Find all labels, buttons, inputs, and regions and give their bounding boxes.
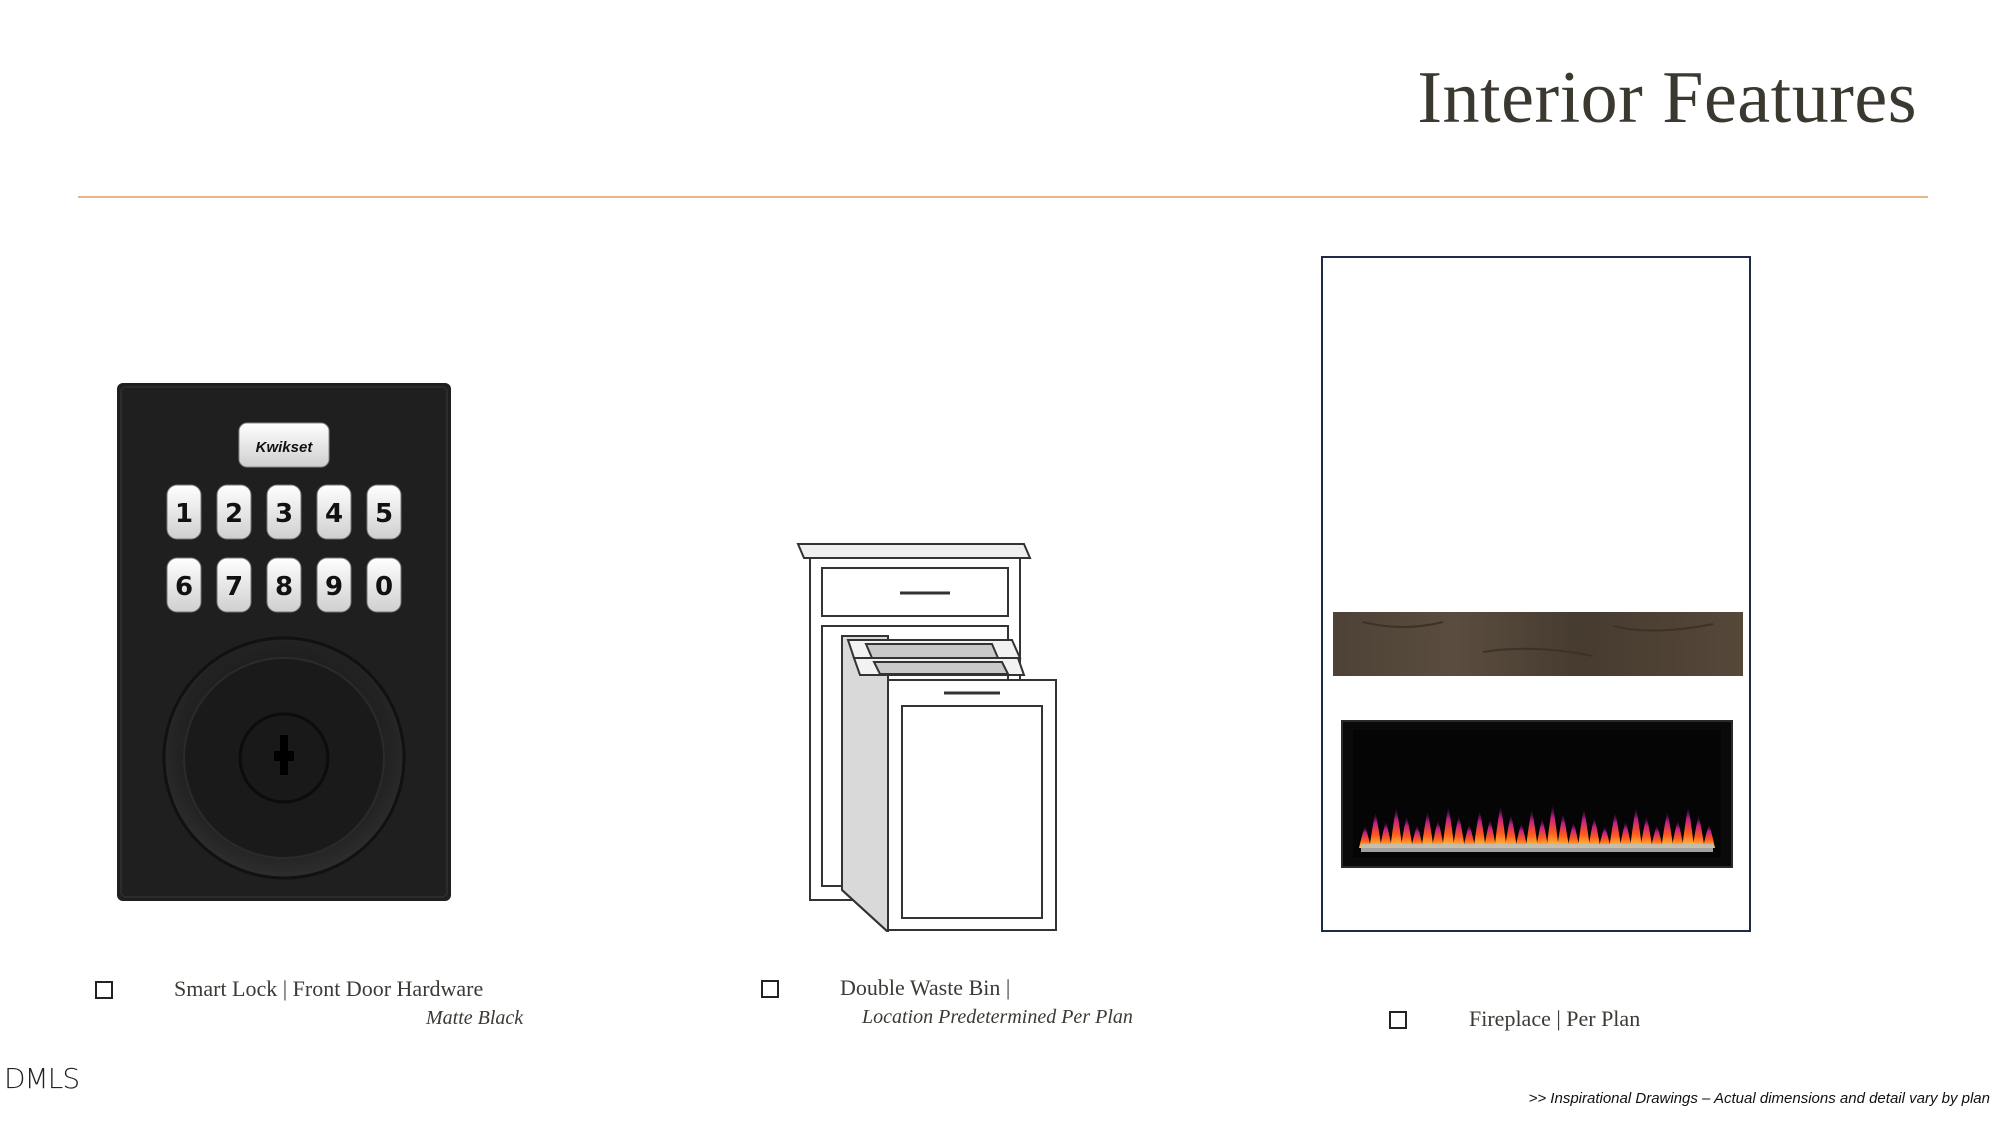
keypad-key-label: 4 bbox=[325, 499, 343, 529]
flame bbox=[1369, 812, 1382, 848]
flame bbox=[1671, 820, 1684, 848]
smart-lock-finish: Matte Black bbox=[426, 1007, 524, 1029]
flame bbox=[1650, 825, 1663, 848]
keypad-key-label: 9 bbox=[325, 572, 343, 602]
flame bbox=[1598, 826, 1611, 848]
flame bbox=[1390, 807, 1403, 848]
flame bbox=[1452, 815, 1465, 848]
flame bbox=[1515, 823, 1528, 848]
flame bbox=[1484, 819, 1497, 848]
keypad-key bbox=[266, 557, 302, 613]
flame bbox=[1567, 822, 1580, 848]
title-divider bbox=[78, 196, 1928, 198]
keypad-key bbox=[366, 484, 402, 540]
keypad-key bbox=[166, 484, 202, 540]
smart-lock-checkbox[interactable] bbox=[95, 981, 113, 999]
waste-bin-label: Double Waste Bin | bbox=[840, 975, 1011, 1000]
keypad-key-label: 2 bbox=[225, 499, 243, 529]
flame bbox=[1630, 807, 1643, 848]
flame bbox=[1588, 817, 1601, 848]
flame bbox=[1536, 818, 1549, 848]
flame bbox=[1431, 820, 1444, 848]
keypad-key-label: 6 bbox=[175, 572, 193, 602]
lock-keypad: 1 2 3 4 5 6 7 8 9 0 bbox=[166, 484, 402, 613]
flame bbox=[1661, 811, 1674, 848]
disclaimer-footnote: >> Inspirational Drawings – Actual dimen… bbox=[1528, 1090, 1990, 1107]
keypad-key bbox=[316, 484, 352, 540]
keypad-key-label: 1 bbox=[175, 499, 193, 529]
smart-lock-image: Kwikset 1 2 3 4 5 6 7 8 9 0 bbox=[117, 383, 451, 901]
brand-logo-text: Kwikset bbox=[256, 439, 314, 456]
flame bbox=[1442, 806, 1455, 848]
fireplace-label: Fireplace | Per Plan bbox=[1469, 1006, 1641, 1031]
keypad-key-label: 3 bbox=[275, 499, 293, 529]
flame bbox=[1692, 815, 1705, 848]
keypad-key bbox=[216, 484, 252, 540]
page-title: Interior Features bbox=[1417, 57, 1917, 139]
keyhole-icon bbox=[274, 735, 294, 775]
keypad-key-label: 8 bbox=[275, 572, 293, 602]
flame bbox=[1577, 808, 1590, 848]
flame bbox=[1400, 816, 1413, 848]
flame bbox=[1640, 816, 1653, 848]
smart-lock-label: Smart Lock | Front Door Hardware bbox=[174, 976, 484, 1001]
flame bbox=[1421, 811, 1434, 848]
keypad-key bbox=[316, 557, 352, 613]
flame bbox=[1557, 813, 1570, 848]
flame bbox=[1463, 824, 1476, 848]
flame bbox=[1546, 804, 1559, 848]
flame bbox=[1494, 805, 1507, 848]
dmls-watermark: DMLS bbox=[4, 1062, 80, 1095]
flame bbox=[1379, 821, 1392, 848]
keypad-key bbox=[166, 557, 202, 613]
flame bbox=[1525, 809, 1538, 848]
flame bbox=[1473, 810, 1486, 848]
keypad-key bbox=[266, 484, 302, 540]
flame bbox=[1682, 806, 1695, 848]
keypad-key bbox=[216, 557, 252, 613]
flame bbox=[1504, 814, 1517, 848]
fireplace-checkbox[interactable] bbox=[1389, 1011, 1407, 1029]
fireplace-flames bbox=[1359, 804, 1715, 848]
flame bbox=[1619, 821, 1632, 848]
fireplace-image bbox=[1333, 612, 1743, 868]
keypad-key bbox=[366, 557, 402, 613]
keypad-key-label: 7 bbox=[225, 572, 243, 602]
keypad-key-label: 5 bbox=[375, 499, 393, 529]
flame bbox=[1703, 824, 1715, 848]
fireplace-mantel bbox=[1333, 612, 1743, 676]
flame bbox=[1359, 826, 1371, 848]
waste-bin-location: Location Predetermined Per Plan bbox=[862, 1006, 1133, 1028]
waste-bin-image bbox=[796, 543, 1057, 932]
keypad-key-label: 0 bbox=[375, 572, 393, 602]
flame bbox=[1609, 812, 1622, 848]
flame bbox=[1411, 825, 1424, 848]
waste-bin-checkbox[interactable] bbox=[761, 980, 779, 998]
brand-plate bbox=[238, 422, 330, 468]
